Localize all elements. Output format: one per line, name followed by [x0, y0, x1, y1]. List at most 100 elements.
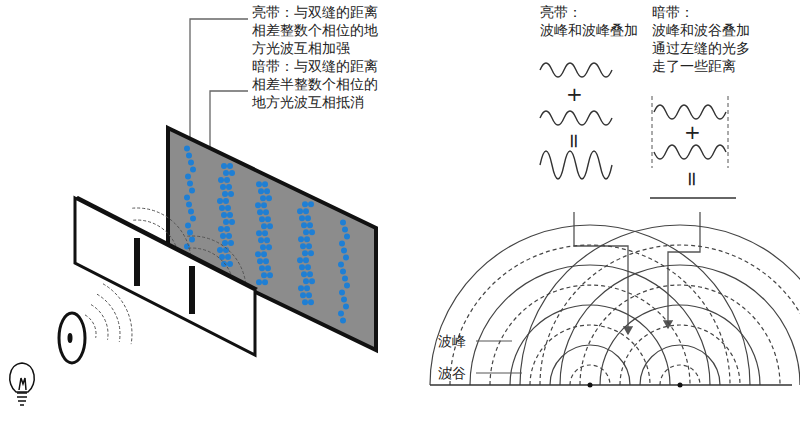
fringe-dot [265, 265, 271, 271]
fringe-dot [221, 163, 227, 169]
fringe-dot [221, 212, 227, 218]
fringe-dot [344, 234, 350, 240]
fringe-dot [225, 254, 231, 260]
callout-text: 波峰和波谷叠加 通过左缝的光多 走了一些距离 [652, 21, 752, 75]
fringe-dot [300, 243, 306, 249]
fringe-dot [267, 272, 273, 278]
fringe-dot [303, 257, 309, 263]
fringe-dot [344, 283, 350, 289]
callout-text: 暗带：与双缝的距离 相差半整数个相位的 地方光波互相抵消 [252, 57, 384, 111]
fringe-dot [188, 160, 194, 166]
fringe-dot [262, 181, 268, 187]
fringe-dot [341, 297, 347, 303]
fringe-dot [338, 311, 344, 317]
fringe-dot [186, 153, 192, 159]
fringe-dot [261, 272, 267, 278]
fringe-dot [225, 205, 231, 211]
fringe-dot [298, 236, 304, 242]
fringe-dot [255, 251, 261, 257]
fringe-dot [303, 229, 309, 235]
fringe-dot [186, 202, 192, 208]
fringe-dot [342, 276, 348, 282]
fringe-dot [188, 209, 194, 215]
leader-line [190, 19, 248, 150]
fringe-dot [340, 269, 346, 275]
fringe-dot [257, 209, 263, 215]
fringe-dot [304, 285, 310, 291]
light-bulb [10, 363, 35, 405]
fringe-dot [222, 191, 228, 197]
equals-sign: = [563, 133, 587, 150]
fringe-dot [302, 250, 308, 256]
fringe-dot [260, 244, 266, 250]
fringe-dot [306, 243, 312, 249]
wave-sum [540, 63, 736, 198]
fringe-dot [223, 219, 229, 225]
fringe-dot [218, 226, 224, 232]
fringe-dot [338, 262, 344, 268]
fringe-dot [255, 202, 261, 208]
fringe-dot [261, 223, 267, 229]
fringe-dot [308, 201, 314, 207]
fringe-dot [256, 181, 262, 187]
fringe-dot [221, 261, 227, 267]
fringe-dot [258, 188, 264, 194]
fringe-dot [227, 163, 233, 169]
pinhole [68, 333, 73, 343]
fringe-dot [305, 264, 311, 270]
fringe-dot [299, 215, 305, 221]
fringe-dot [189, 188, 195, 194]
wavefront [85, 315, 96, 338]
fringe-dot [223, 198, 229, 204]
fringe-dot [228, 240, 234, 246]
fringe-dot [258, 237, 264, 243]
fringe-dot [219, 205, 225, 211]
fringe-dot [224, 177, 230, 183]
plus-sign: + [684, 120, 701, 144]
fringe-dot [339, 241, 345, 247]
fringe-dot [187, 181, 193, 187]
fringe-dot [343, 304, 349, 310]
fringe-dot [227, 261, 233, 267]
fringe-dot [217, 247, 223, 253]
fringe-dot [229, 170, 235, 176]
plus-sign: + [566, 82, 583, 106]
fringe-dot [256, 279, 262, 285]
fringe-dot [187, 230, 193, 236]
fringe-dot [306, 292, 312, 298]
fringe-dot [261, 251, 267, 257]
fringe-dot [262, 279, 268, 285]
fringe-dot [259, 216, 265, 222]
fringe-dot [260, 195, 266, 201]
interference-arcs [430, 225, 800, 385]
fringe-dot [262, 230, 268, 236]
fringe-dot [267, 223, 273, 229]
fringe-dot [266, 244, 272, 250]
fringe-dot [190, 216, 196, 222]
slit [134, 238, 140, 286]
fringe-dot [218, 177, 224, 183]
fringe-dot [226, 184, 232, 190]
fringe-dot [308, 250, 314, 256]
fringe-dot [342, 227, 348, 233]
fringe-dot [228, 191, 234, 197]
fringe-dot [307, 222, 313, 228]
fringe-dot [309, 278, 315, 284]
single-slit-disc [59, 313, 85, 363]
fringe-dot [257, 258, 263, 264]
fringe-dot [189, 237, 195, 243]
leader-line [476, 341, 512, 342]
fringe-dot [298, 285, 304, 291]
board-edge [75, 196, 258, 290]
fringe-dot [343, 255, 349, 261]
fringe-dot [229, 219, 235, 225]
callout-text: 亮带：与双缝的距离 相差整数个相位的地 方光波互相加强 [252, 3, 384, 57]
baseline [430, 384, 792, 386]
heading-text: 暗带： [652, 3, 694, 21]
source-dot [588, 383, 593, 388]
fringe-dot [184, 195, 190, 201]
fringe-dot [264, 188, 270, 194]
wavefront [103, 284, 132, 344]
fringe-dot [227, 212, 233, 218]
leader-line [476, 373, 522, 374]
